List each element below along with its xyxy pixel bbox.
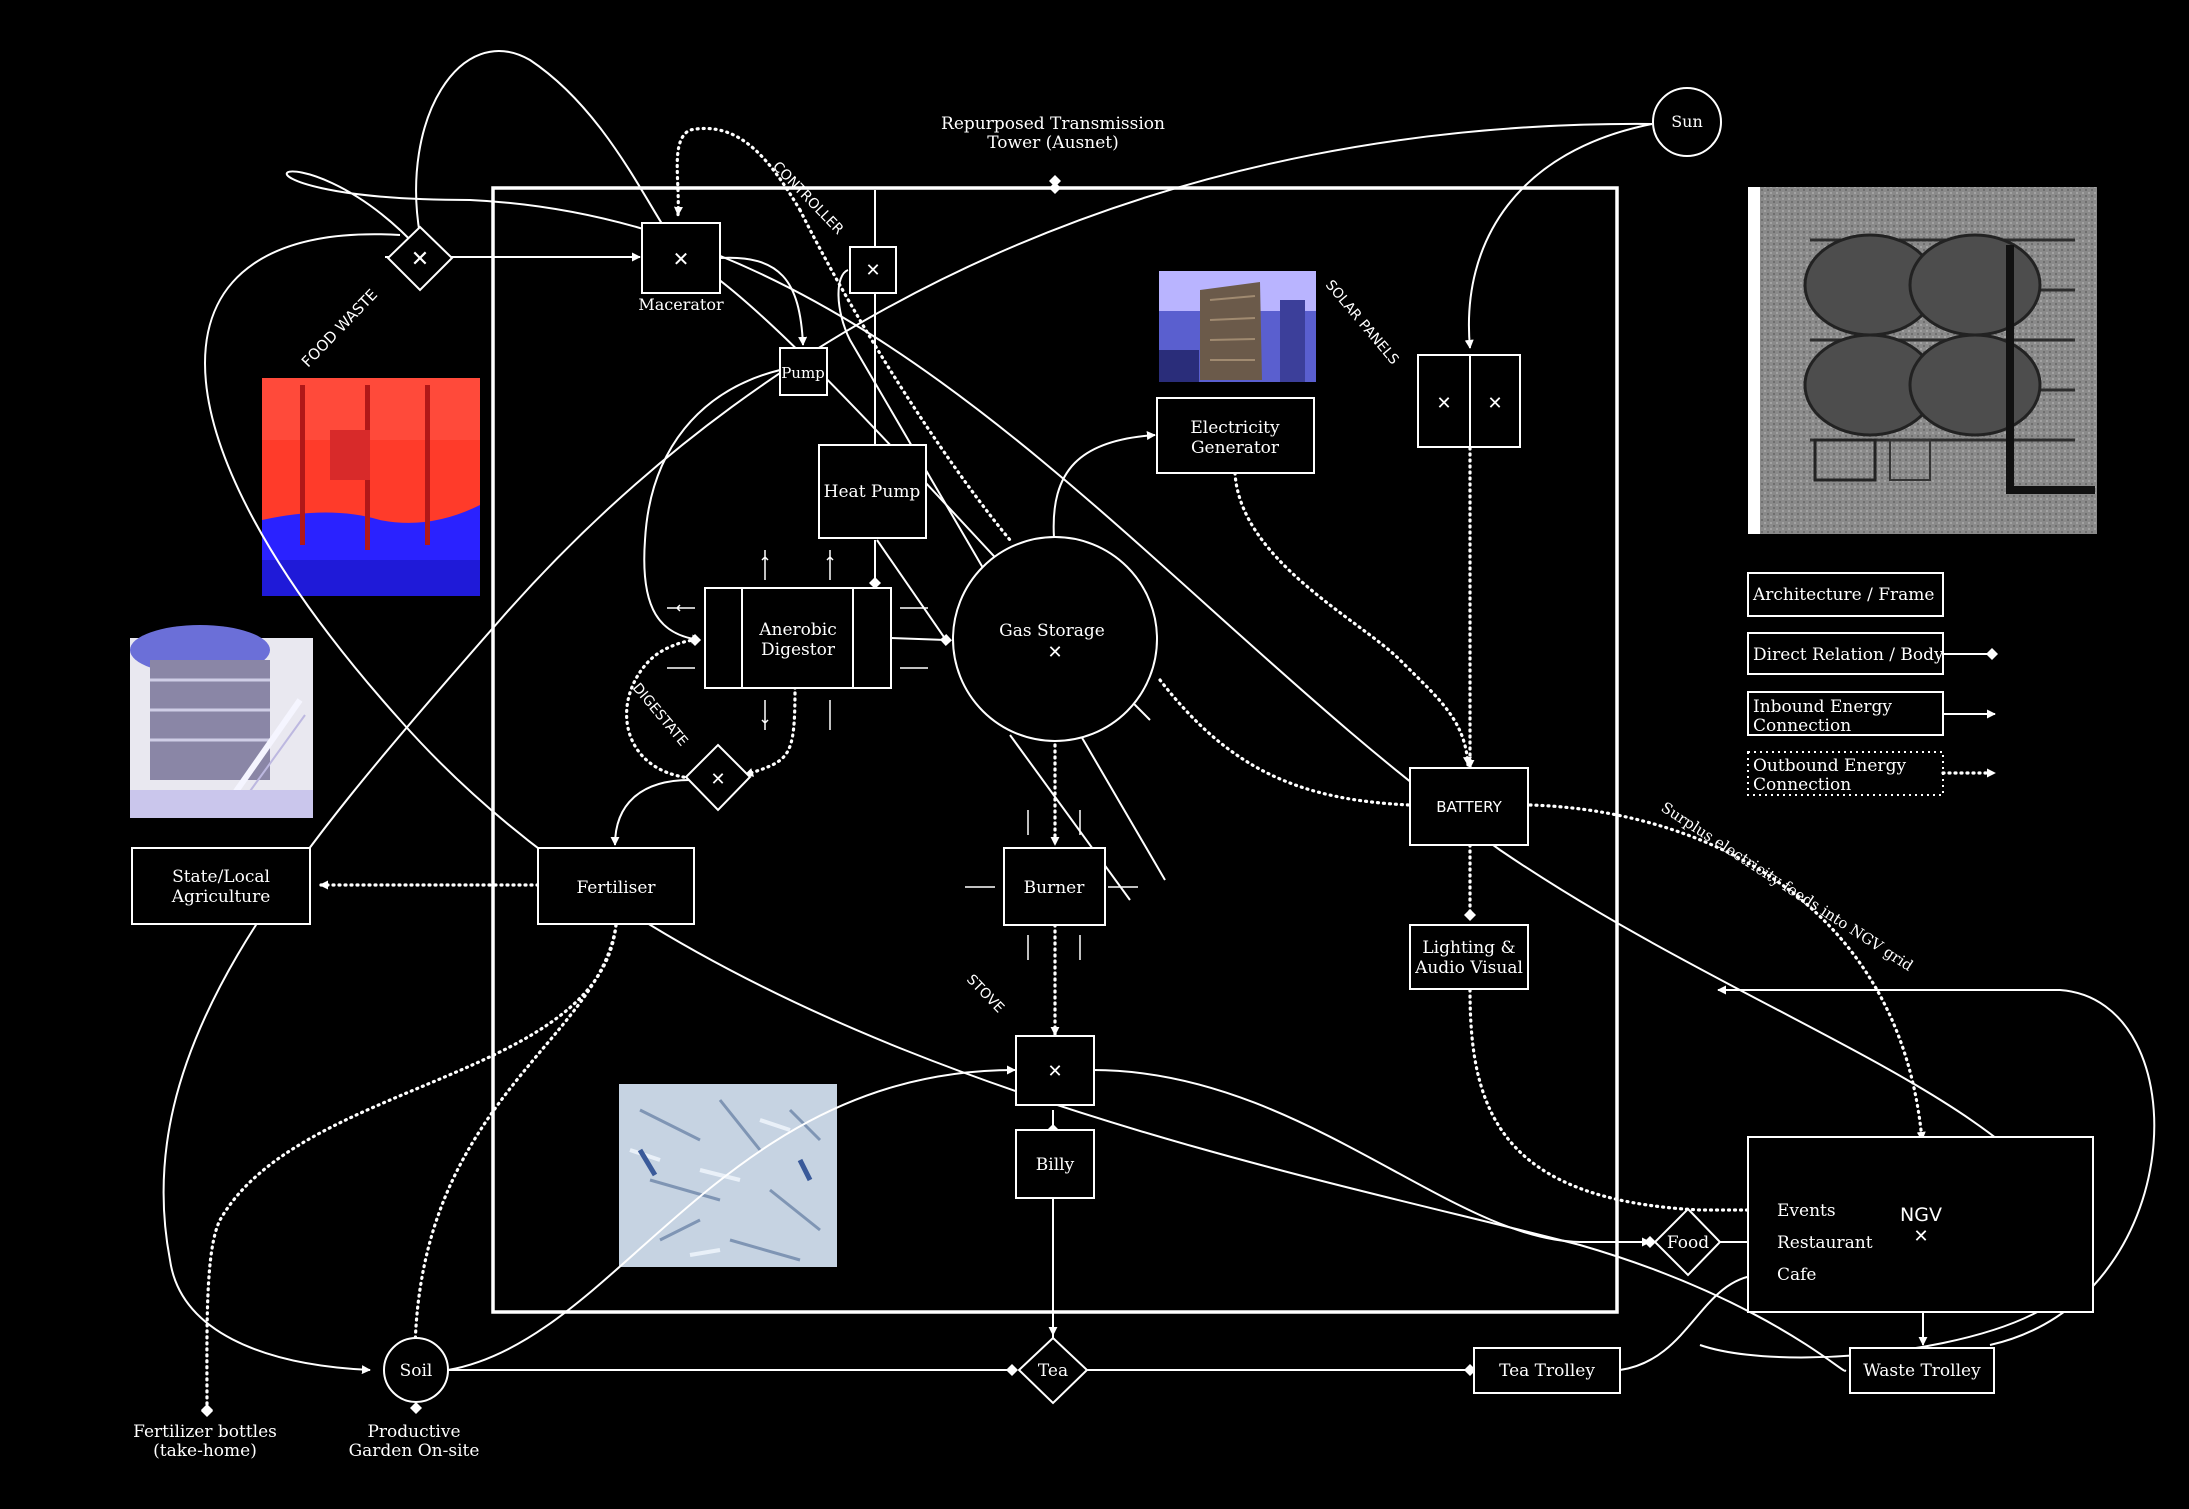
legend-architecture: Architecture / Frame [1752,585,1934,605]
waste-trolley-label: Waste Trolley [1863,1361,1981,1381]
thermal-photo [262,378,480,596]
food-waste-node[interactable]: ✕ [386,225,454,292]
svg-text:✕: ✕ [1436,393,1451,414]
gas-storage-node[interactable]: Gas Storage ✕ [952,536,1158,742]
tower-label-line2: Tower (Ausnet) [987,133,1118,153]
lighting-label-line1: Lighting & [1422,938,1515,958]
productive-garden-line2: Garden On-site [349,1441,480,1461]
tower-label-line1: Repurposed Transmission [941,114,1165,134]
legend: Architecture / Frame Direct Relation / B… [1747,572,1998,796]
fertiliser-label: Fertiliser [576,878,656,898]
digestate-node[interactable]: ✕ [684,743,752,812]
food-label: Food [1667,1233,1709,1253]
tea-node[interactable]: Tea [1017,1336,1089,1405]
svg-text:✕: ✕ [865,260,880,281]
soil-label: Soil [400,1361,433,1381]
svg-text:✕: ✕ [1047,642,1062,663]
solar-panels-photo [1159,271,1316,382]
agriculture-box[interactable]: State/Local Agriculture [131,847,311,925]
svg-text:✕: ✕ [1487,393,1502,414]
productive-garden-line1: Productive [367,1422,460,1442]
fertilizer-bottles-line1: Fertilizer bottles [133,1422,277,1442]
legend-inbound-line2: Connection [1753,716,1851,736]
heat-radiation-marks [667,550,1138,960]
svg-text:✕: ✕ [1047,1061,1062,1082]
waste-trolley-box[interactable]: Waste Trolley [1849,1347,1995,1394]
battery-box[interactable]: BATTERY [1409,767,1529,846]
pump-label: Pump [781,364,825,382]
macerator-label: Macerator [638,295,724,314]
battery-label: BATTERY [1436,798,1502,816]
digestor-label-line1: Anerobic [758,620,837,640]
legend-direct: Direct Relation / Body [1753,645,1944,665]
heat-pump-box[interactable]: Heat Pump [818,444,927,539]
generator-label-line1: Electricity [1190,418,1280,438]
generator-label-line2: Generator [1191,438,1280,458]
macerator-box[interactable]: ✕ Macerator [638,222,724,314]
surplus-note: Surplus electricity feeds into NGV grid [1658,798,1917,975]
lighting-av-box[interactable]: Lighting & Audio Visual [1409,924,1529,990]
agriculture-label-line1: State/Local [172,867,270,887]
legend-outbound-line2: Connection [1753,775,1851,795]
pump-box[interactable]: Pump [779,347,828,396]
food-waste-label: FOOD WASTE [298,286,381,371]
svg-text:✕: ✕ [1913,1226,1928,1247]
burner-box[interactable]: Burner [1003,847,1106,926]
lighting-label-line2: Audio Visual [1414,958,1523,978]
outbound-energy-lines [201,126,1926,1416]
heat-pump-label: Heat Pump [824,482,921,502]
burner-label: Burner [1024,878,1086,898]
tea-label: Tea [1038,1361,1068,1381]
soil-node[interactable]: Soil [383,1337,449,1403]
svg-text:✕: ✕ [710,769,725,790]
solar-panels-label: SOLAR PANELS [1322,277,1402,368]
digestate-label: DIGESTATE [629,680,691,749]
billy-label: Billy [1036,1155,1075,1175]
legend-outbound-line1: Outbound Energy [1753,756,1906,776]
food-node[interactable]: Food [1653,1207,1722,1277]
ngv-title: NGV [1900,1204,1942,1226]
wood-chips-photo [619,1084,837,1267]
fertiliser-box[interactable]: Fertiliser [537,847,695,925]
gas-storage-label: Gas Storage [999,621,1105,641]
anaerobic-digestor-box[interactable]: Anerobic Digestor [704,587,892,689]
ngv-box[interactable]: NGV ✕ Events Restaurant Cafe [1747,1136,2094,1313]
digestor-label-line2: Digestor [761,640,836,660]
svg-text:✕: ✕ [411,247,429,272]
floor-plan-scan [1748,187,2097,534]
ngv-outlet-cafe: Cafe [1777,1265,1817,1285]
controller-box[interactable]: ✕ [849,246,897,294]
solar-panel-nodes[interactable]: ✕ ✕ [1417,354,1521,448]
svg-text:✕: ✕ [673,247,690,271]
sun-label: Sun [1671,112,1703,131]
stove-label: STOVE [963,972,1007,1017]
ngv-outlet-events: Events [1777,1201,1836,1221]
agriculture-label-line2: Agriculture [171,887,271,907]
ngv-outlet-restaurant: Restaurant [1777,1233,1873,1253]
stove-node[interactable]: ✕ [1015,1035,1095,1106]
sun-node[interactable]: Sun [1652,87,1722,157]
legend-inbound-line1: Inbound Energy [1753,697,1892,717]
fertilizer-bottles-line2: (take-home) [153,1441,257,1461]
electricity-generator-box[interactable]: Electricity Generator [1156,397,1315,474]
billy-box[interactable]: Billy [1015,1129,1095,1199]
digester-tank-photo [130,625,313,818]
tea-trolley-label: Tea Trolley [1499,1361,1595,1381]
tea-trolley-box[interactable]: Tea Trolley [1473,1347,1621,1394]
